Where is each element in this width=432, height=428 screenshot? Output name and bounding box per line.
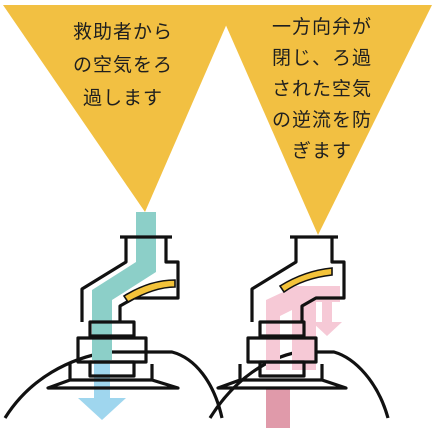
right-side-flow	[322, 302, 332, 324]
right-neck-inner	[258, 360, 306, 378]
left-valve-housing-right	[118, 238, 180, 322]
left-flow-in	[136, 212, 156, 272]
right-caption-line-4: の逆流を防	[272, 109, 372, 131]
right-caption-line-2: 閉じ、ろ過	[272, 47, 372, 69]
right-valve-flap	[278, 267, 333, 294]
left-base-skirt	[46, 364, 180, 390]
left-flow-arrow-head	[78, 398, 126, 420]
left-caption-line-1: 救助者から	[73, 21, 173, 43]
left-cone	[3, 5, 235, 212]
left-panel: 救助者から の空気をろ 過します	[3, 5, 235, 420]
right-panel: 一方向弁が 閉じ、ろ過 された空気 の逆流を防 ぎます	[208, 5, 432, 428]
right-valve-housing-right	[300, 238, 346, 322]
right-caption-line-5: ぎます	[292, 140, 352, 162]
right-valve-housing	[250, 238, 298, 322]
left-neck-upper	[88, 320, 136, 338]
right-cone	[217, 5, 432, 235]
right-neck-upper	[258, 320, 306, 338]
right-side-arrow-head	[312, 322, 342, 336]
left-neck-lower	[76, 336, 148, 364]
right-base-skirt	[216, 364, 348, 390]
left-neck-inner	[88, 360, 136, 378]
right-neck-lower	[246, 336, 318, 364]
left-valve-housing	[80, 238, 128, 322]
left-valve-flap	[122, 279, 176, 304]
right-flow-out	[266, 388, 290, 428]
left-caption-line-3: 過します	[83, 87, 163, 109]
right-caption-line-3: された空気	[272, 78, 372, 100]
left-caption-line-2: の空気をろ	[73, 54, 173, 76]
right-caption-line-1: 一方向弁が	[272, 16, 372, 38]
